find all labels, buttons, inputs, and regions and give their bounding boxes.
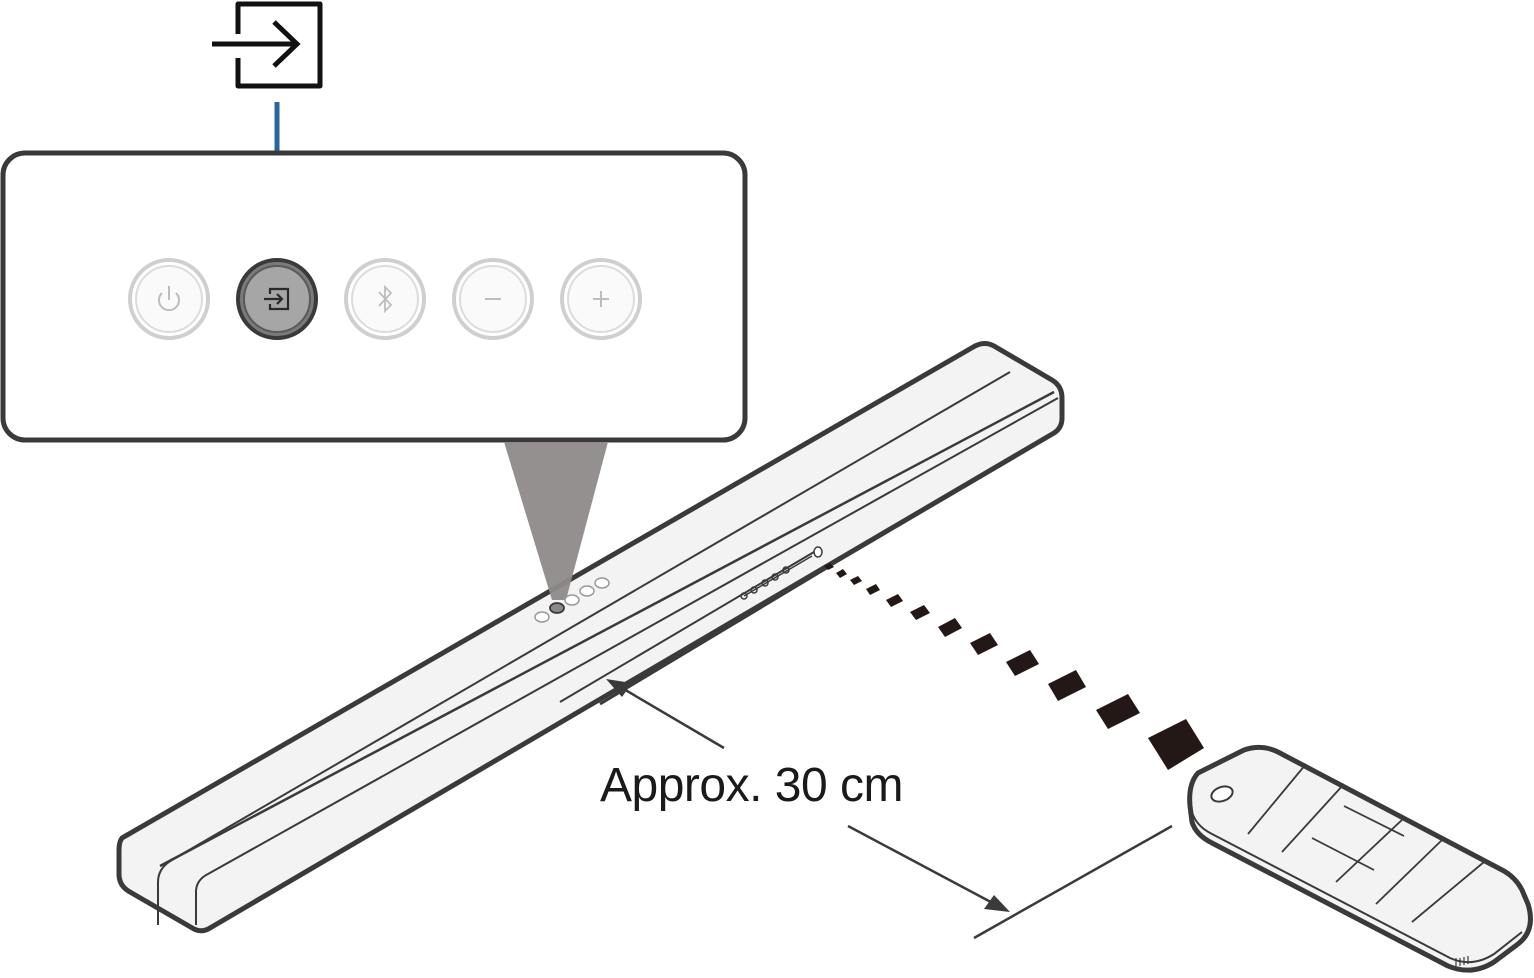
power-button[interactable] bbox=[128, 258, 210, 340]
volume-plus-button[interactable] bbox=[560, 258, 642, 340]
distance-label: Approx. 30 cm bbox=[600, 759, 903, 812]
volume-plus-icon bbox=[593, 291, 609, 307]
ir-sensor bbox=[813, 546, 823, 558]
volume-minus-button[interactable] bbox=[452, 258, 534, 340]
button-panel-zoom bbox=[0, 150, 748, 443]
input-icon bbox=[264, 287, 290, 311]
input-callout-icon bbox=[212, 1, 323, 89]
power-icon bbox=[158, 286, 180, 312]
ir-signal-beam bbox=[824, 563, 1204, 770]
soundbar-top-buttons bbox=[534, 577, 610, 623]
distance-measure bbox=[606, 679, 1173, 940]
indicator-lights bbox=[740, 555, 813, 600]
zoom-beam bbox=[504, 442, 608, 600]
bluetooth-button[interactable] bbox=[344, 258, 426, 340]
input-button[interactable] bbox=[236, 258, 318, 340]
remote-control bbox=[1187, 744, 1533, 973]
soundbar bbox=[116, 341, 1065, 934]
bluetooth-icon bbox=[378, 284, 393, 314]
remote-ir-emitter bbox=[1210, 785, 1234, 803]
